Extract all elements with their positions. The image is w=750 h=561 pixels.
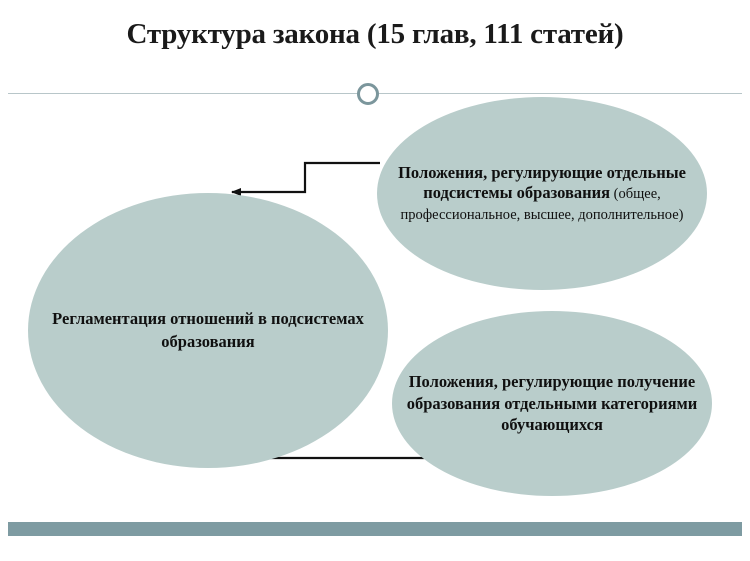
ellipse-learner-categories[interactable]: Положения, регулирующие получение образо… xyxy=(392,311,712,496)
ellipse-subsystem-provisions-plain: (общее, профессиональное, высшее, дополн… xyxy=(400,185,684,223)
page-title: Структура закона (15 глав, 111 статей) xyxy=(126,18,624,50)
ellipse-relations-regulation-text: Регламентация отношений в подсистемах об… xyxy=(52,309,364,351)
ellipse-relations-regulation[interactable]: Регламентация отношений в подсистемах об… xyxy=(28,193,388,468)
ellipse-subsystem-provisions-bold: Положения, регулирующие отдельные подсис… xyxy=(398,162,686,202)
ellipse-subsystem-provisions[interactable]: Положения, регулирующие отдельные подсис… xyxy=(377,97,707,290)
arrow-top-right-to-left xyxy=(231,161,380,196)
ellipse-learner-categories-text: Положения, регулирующие получение образо… xyxy=(406,372,698,435)
bottom-accent-bar xyxy=(8,522,742,536)
ellipse-subsystem-provisions-text: Положения, регулирующие отдельные подсис… xyxy=(377,163,707,225)
divider-circle-decoration xyxy=(357,83,379,105)
